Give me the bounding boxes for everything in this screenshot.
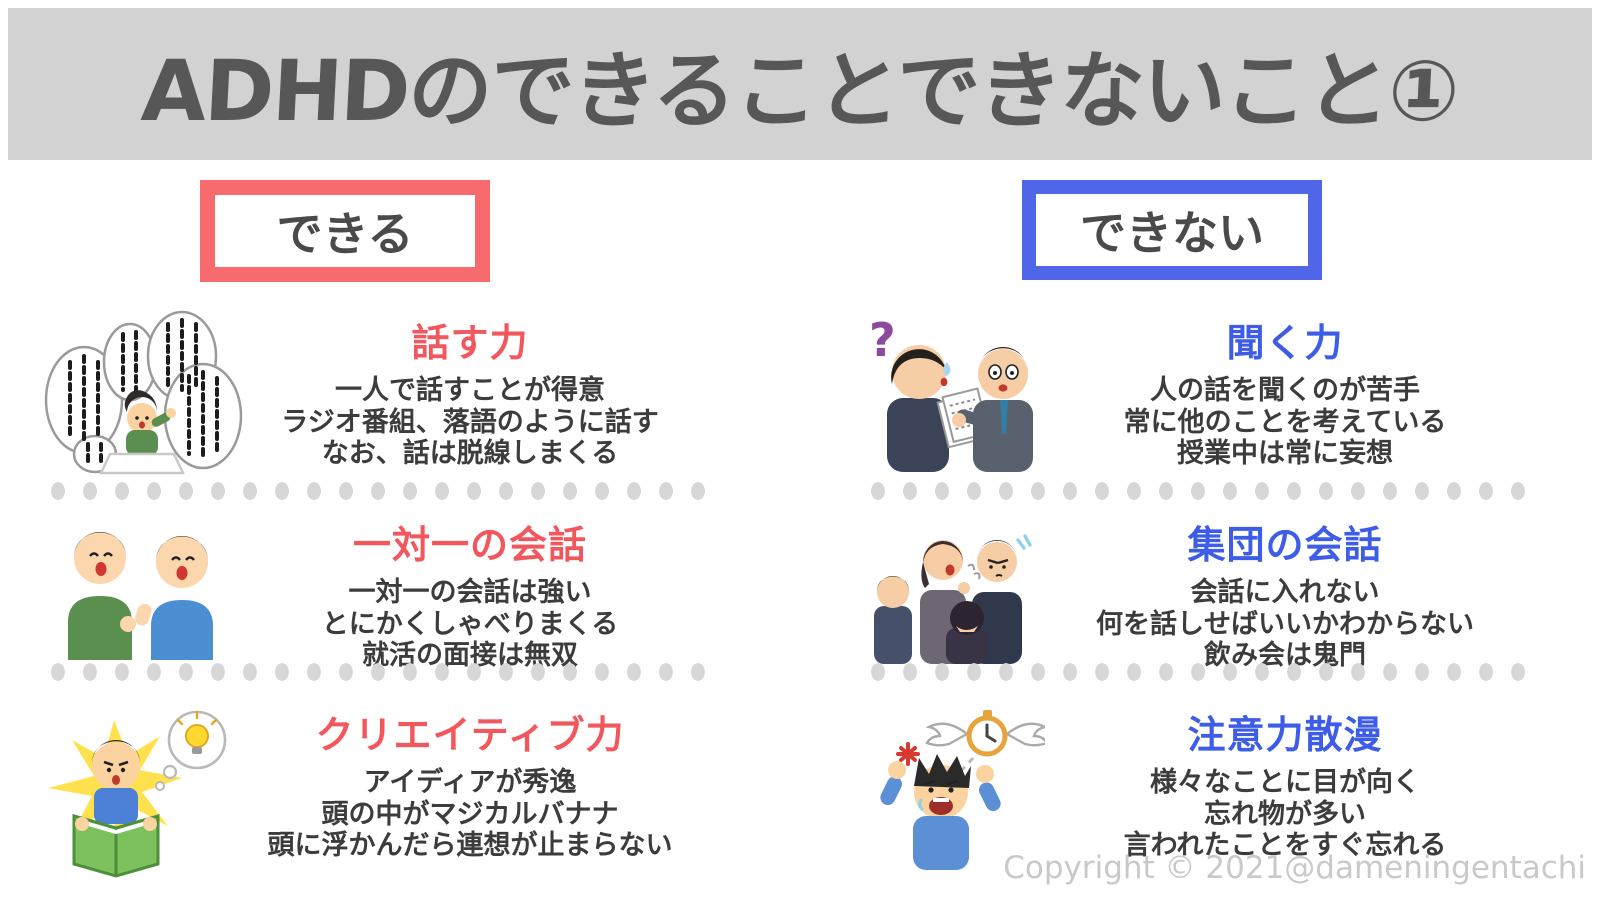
item-line: 一人で話すことが得意 bbox=[335, 375, 605, 406]
page-title: ADHDのできることできないこと① bbox=[139, 41, 1461, 140]
can-item-one-on-one: 一対一の会話 一対一の会話は強い とにかくしゃべりまくる 就活の面接は無双 bbox=[40, 502, 720, 671]
dotted-divider bbox=[42, 662, 714, 682]
dotted-divider bbox=[42, 481, 714, 501]
can-item-creative: クリエイティブ力 アイディアが秀逸 頭の中がマジカルバナナ 頭に浮かんだら連想が… bbox=[40, 692, 720, 880]
two-men-chatting-icon bbox=[48, 508, 233, 660]
item-title: 一対一の会話 bbox=[352, 523, 587, 567]
cannot-item-distracted: 注意力散漫 様々なことに目が向く 忘れ物が多い 言われたことをすぐ忘れる bbox=[850, 692, 1540, 880]
title-banner: ADHDのできることできないこと① bbox=[8, 8, 1592, 160]
item-title: 聞く力 bbox=[1226, 321, 1344, 365]
item-line: 一対一の会話は強い bbox=[348, 577, 592, 608]
item-title: 注意力散漫 bbox=[1187, 713, 1383, 757]
copyright-text: Copyright © 2021@dameningentachi bbox=[1003, 850, 1586, 886]
item-line: 何を話しせばいいかわからない bbox=[1096, 608, 1474, 640]
svg-text:?: ? bbox=[869, 313, 896, 367]
item-line: アイディアが秀逸 bbox=[363, 767, 577, 798]
can-item-speaking: 話す力 一人で話すことが得意 ラジオ番組、落語のように話す なお、話は脱線しまく… bbox=[40, 300, 720, 478]
item-line: 常に他のことを考えている bbox=[1123, 406, 1447, 438]
cannot-item-group-talk: 集団の会話 会話に入れない 何を話しせばいいかわからない 飲み会は鬼門 bbox=[850, 502, 1540, 671]
item-title: 集団の会話 bbox=[1187, 523, 1383, 567]
reading-idea-lightbulb-icon bbox=[42, 694, 247, 879]
can-header-label: できる bbox=[276, 207, 414, 261]
item-line: とにかくしゃべりまくる bbox=[321, 608, 619, 640]
can-header-box: できる bbox=[200, 180, 490, 282]
confused-listener-question-icon: ? bbox=[855, 310, 1050, 472]
item-line: 言われたことをすぐ忘れる bbox=[1123, 830, 1447, 862]
item-line: 忘れ物が多い bbox=[1204, 798, 1366, 830]
item-line: なお、話は脱線しまくる bbox=[321, 438, 619, 470]
cannot-header-label: できない bbox=[1080, 206, 1264, 260]
item-line: 人の話を聞くのが苦手 bbox=[1150, 375, 1420, 406]
cannot-item-listening: ? 聞く力 bbox=[850, 300, 1540, 478]
item-line: 授業中は常に妄想 bbox=[1177, 438, 1393, 470]
item-line: 様々なことに目が向く bbox=[1150, 767, 1420, 798]
item-title: 話す力 bbox=[411, 321, 529, 365]
cannot-header-box: できない bbox=[1022, 180, 1322, 280]
item-line: 会話に入れない bbox=[1190, 577, 1380, 608]
dotted-divider bbox=[862, 481, 1534, 501]
item-line: 頭の中がマジカルバナナ bbox=[321, 798, 619, 830]
item-line: ラジオ番組、落語のように話す bbox=[281, 406, 659, 438]
panicked-man-flying-watch-icon bbox=[855, 694, 1045, 872]
item-title: クリエイティブ力 bbox=[315, 713, 625, 757]
storyteller-speech-bubbles-icon bbox=[40, 304, 245, 476]
dotted-divider bbox=[862, 662, 1534, 682]
group-conversation-icon bbox=[860, 506, 1040, 664]
item-line: 頭に浮かんだら連想が止まらない bbox=[267, 830, 673, 862]
